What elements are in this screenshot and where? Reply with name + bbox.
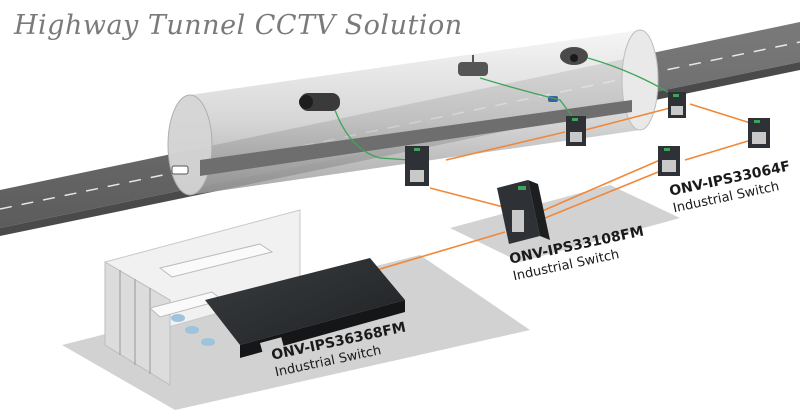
chair-icon [185,326,199,334]
status-led [518,186,526,190]
ethernet-ports [512,210,524,232]
chair-icon [201,338,215,346]
tunnel-tube [167,29,659,196]
switch-tunnel-right[interactable] [668,92,686,118]
status-led [673,94,679,97]
switch-ips33064f-a[interactable] [658,146,680,176]
ethernet-ports [260,337,284,353]
ethernet-ports [410,170,424,182]
status-led [754,120,760,123]
chair-icon [171,314,185,322]
diagram-title: Highway Tunnel CCTV Solution [14,10,463,41]
ethernet-ports [752,132,766,144]
cctv-camera [560,47,588,65]
lane-marking [0,41,800,210]
fiber-links [369,103,761,273]
ethernet-ports [662,160,676,172]
switch-ips33108fm[interactable] [497,180,550,244]
room-glass-wall [104,261,171,386]
status-led [572,118,578,121]
rack-switch-top [205,258,405,345]
rack-switch[interactable] [205,258,405,358]
switch-tunnel-mid[interactable] [566,116,586,146]
status-led [414,148,420,151]
status-led [664,148,670,151]
cctv-camera [299,93,340,111]
ethernet-ports [671,106,683,115]
tunnel-road [200,100,632,176]
cctv-camera [458,55,488,76]
tunnel-entrance [167,94,213,196]
camera-cables [334,57,669,161]
car-icon [171,165,189,175]
camera-icon [458,62,488,76]
ethernet-ports [570,132,582,142]
switch-ips33064f-b[interactable] [748,118,770,148]
switch-tunnel-left[interactable] [405,146,429,186]
platform-distribution [450,185,680,262]
desk [158,243,274,278]
